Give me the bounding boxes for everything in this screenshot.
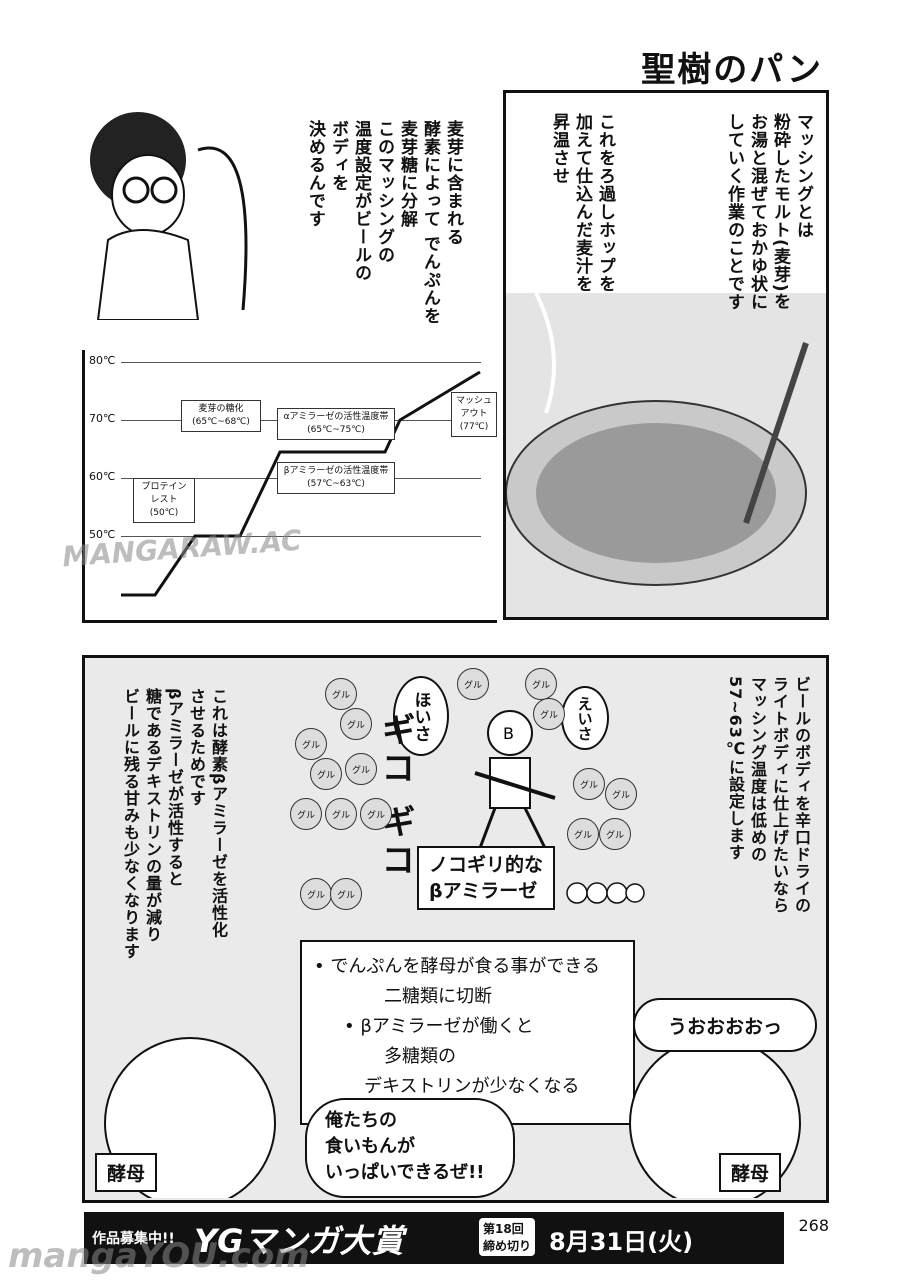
top-right-narration-b: これをろ過しホップを 加えて仕込んだ麦汁を 昇温させ <box>549 113 615 293</box>
gru-glucose: グル <box>300 878 332 910</box>
gru-glucose: グル <box>457 668 489 700</box>
split-glucose-chain <box>566 882 645 904</box>
gru-glucose: グル <box>599 818 631 850</box>
gru-glucose: グル <box>325 678 357 710</box>
gru-glucose: グル <box>290 798 322 830</box>
gru-glucose: グル <box>525 668 557 700</box>
gru-glucose: グル <box>605 778 637 810</box>
step-alpha-amylase: αアミラーゼの活性温度帯 (65℃~75℃) <box>277 408 395 440</box>
gru-glucose: グル <box>345 753 377 785</box>
step-beta-amylase: βアミラーゼの活性温度帯 (57℃~63℃) <box>277 462 395 494</box>
scientist-illustration <box>90 112 248 320</box>
temp-60: 60℃ <box>89 470 116 483</box>
watermark-bottom: mangaYOU.com <box>8 1236 310 1276</box>
gru-glucose: グル <box>325 798 357 830</box>
step-saccharification: 麦芽の糖化 (65℃~68℃) <box>181 400 261 432</box>
mash-chart: 80℃ 70℃ 60℃ 50℃ プロテイン レスト (50℃) 麦芽の糖化 (6… <box>82 350 497 623</box>
contest-banner[interactable]: 作品募集中!! YGマンガ大賞 第18回 締め切り 8月31日(火) <box>84 1212 784 1264</box>
note-line-2: 二糖類に切断 <box>384 986 492 1007</box>
note-line-1: • でんぷんを酵母が食る事ができる <box>314 956 600 977</box>
yeast-left-label: 酵母 <box>95 1153 158 1192</box>
banner-recruit: 作品募集中!! <box>92 1231 175 1247</box>
series-title: 聖樹のパン <box>641 50 823 90</box>
banner-round: 第18回 締め切り <box>479 1218 536 1256</box>
banner-award: YGマンガ大賞 <box>194 1222 404 1260</box>
speech-right: うおおおおっ <box>633 998 817 1052</box>
gru-glucose: グル <box>567 818 599 850</box>
top-left-panel: 麦芽に含まれる 酵素によって でんぷんを 麦芽糖に分解 このマッシングの 温度設… <box>78 90 494 620</box>
note-line-3: • βアミラーゼが働くと <box>344 1016 534 1037</box>
speech-left: 俺たちの 食いもんが いっぱいできるぜ!! <box>305 1098 515 1198</box>
sfx-hoisa: ほいさ <box>393 676 449 756</box>
gru-glucose: グル <box>310 758 342 790</box>
page-number: 268 <box>798 1216 829 1235</box>
top-right-narration-a: マッシングとは 粉砕したモルト(麦芽)を お湯と混ぜておかゆ状に していく作業の… <box>724 113 813 311</box>
step-protein-rest: プロテイン レスト (50℃) <box>133 478 195 523</box>
note-line-5: デキストリンが少なくなる <box>364 1076 580 1097</box>
gru-glucose: グル <box>533 698 565 730</box>
explanation-note: • でんぷんを酵母が食る事ができる 二糖類に切断 • βアミラーゼが働くと 多糖… <box>300 940 635 1125</box>
gru-glucose: グル <box>360 798 392 830</box>
gru-glucose: グル <box>340 708 372 740</box>
svg-text:B: B <box>503 724 514 743</box>
bottom-narration-right: ビールのボディを辛口ドライの ライトボディに仕上げたいなら マッシング温度は低め… <box>726 676 811 914</box>
sfx-eisa: えいさ <box>561 686 609 750</box>
gru-glucose: グル <box>295 728 327 760</box>
yeast-right-label: 酵母 <box>719 1153 782 1192</box>
note-line-4: 多糖類の <box>384 1046 456 1067</box>
temp-80: 80℃ <box>89 354 116 367</box>
sfx-gigo: ギコ ギコ <box>375 712 415 880</box>
bottom-narration-left: これは酵素βアミラーゼを活性化 させるためです βアミラーゼが活性すると 糖であ… <box>121 688 228 960</box>
amylase-character: B <box>474 710 556 849</box>
temp-50: 50℃ <box>89 528 116 541</box>
step-mash-out: マッシュ アウト (77℃) <box>451 392 497 437</box>
mash-pot-illustration <box>506 293 826 617</box>
gru-glucose: グル <box>330 878 362 910</box>
top-left-narration: 麦芽に含まれる 酵素によって でんぷんを 麦芽糖に分解 このマッシングの 温度設… <box>305 120 463 325</box>
top-right-panel: マッシングとは 粉砕したモルト(麦芽)を お湯と混ぜておかゆ状に していく作業の… <box>503 90 829 620</box>
bottom-panel: ビールのボディを辛口ドライの ライトボディに仕上げたいなら マッシング温度は低め… <box>82 655 829 1203</box>
gru-glucose: グル <box>573 768 605 800</box>
banner-deadline: 8月31日(火) <box>549 1228 694 1256</box>
temp-70: 70℃ <box>89 412 116 425</box>
saw-label: ノコギリ的な βアミラーゼ <box>417 846 556 910</box>
temperature-curve <box>121 370 481 597</box>
